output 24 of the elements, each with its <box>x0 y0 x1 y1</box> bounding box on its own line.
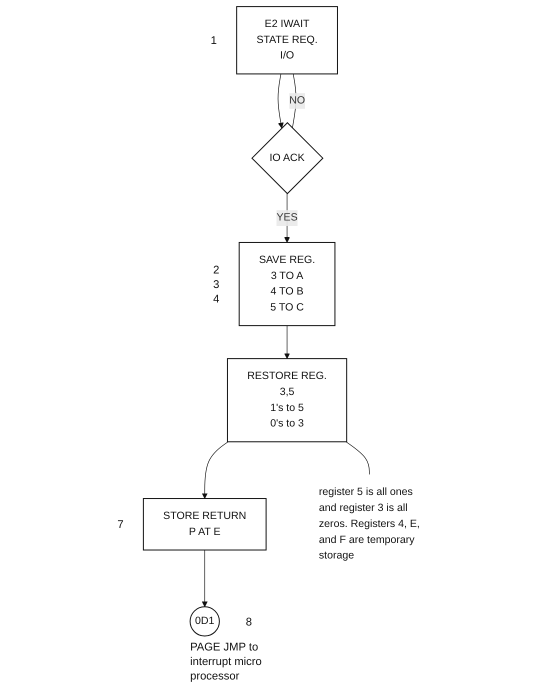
node-box: SAVE REG. 3 TO A 4 TO B 5 TO C <box>238 242 336 326</box>
node-diamond: IO ACK <box>251 122 324 194</box>
node-circle: 0D1 <box>190 606 220 637</box>
step-number: 1 <box>210 35 217 48</box>
edge-label: NO <box>289 95 306 106</box>
node-box: STORE RETURN P AT E <box>142 498 267 550</box>
arrow <box>284 193 290 243</box>
arrow <box>284 325 290 359</box>
note-text: PAGE JMP to <box>190 642 258 654</box>
arrow <box>202 441 228 499</box>
arrow <box>278 74 284 128</box>
node-text: register 5 is all ones and register 3 is all zeros. Registers 4, E, and F are temporary storage <box>318 486 420 562</box>
node-box: E2 IWAIT STATE REQ. I/O <box>236 6 338 74</box>
step-number: 8 <box>246 616 252 628</box>
note-text: processor <box>190 670 240 683</box>
node-box: RESTORE REG. 3,5 1's to 5 0's to 3 <box>226 358 348 442</box>
arrow <box>202 550 208 608</box>
edge-label: YES <box>276 212 298 224</box>
step-number: 3 <box>213 279 220 291</box>
step-number: 7 <box>117 519 124 532</box>
step-number: 4 <box>213 294 220 306</box>
note-text: interrupt micro <box>190 656 262 668</box>
step-number: 2 <box>213 264 220 276</box>
connector <box>346 441 370 476</box>
